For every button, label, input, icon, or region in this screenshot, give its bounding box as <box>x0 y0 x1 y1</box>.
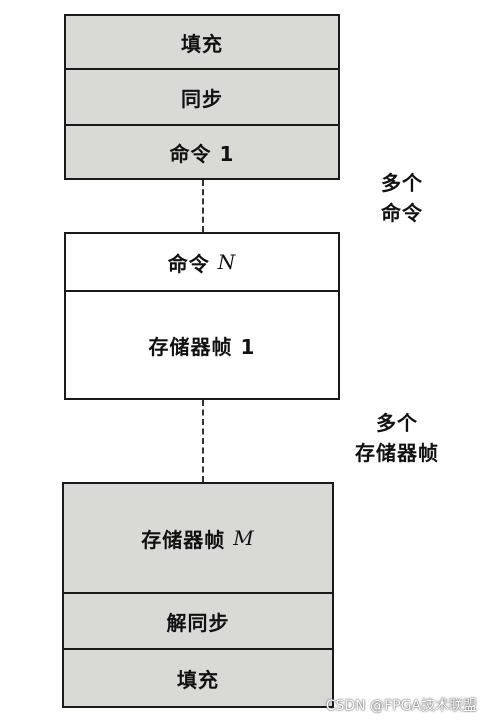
memory-frame-1-field: 存储器帧 1 <box>64 292 340 400</box>
multiple-commands-line2: 命令 <box>381 201 423 225</box>
csdn-watermark: CSDN @FPGA技术联盟 <box>325 698 477 714</box>
sync-field: 同步 <box>64 70 340 126</box>
desync-field-label: 解同步 <box>166 610 230 635</box>
command-n-var: N <box>217 250 237 274</box>
multiple-frames-note: 多个 存储器帧 <box>332 408 462 468</box>
padding-field-bottom-label: 填充 <box>177 667 219 692</box>
desync-field: 解同步 <box>62 594 334 650</box>
padding-field-bottom: 填充 <box>62 650 334 708</box>
multiple-commands-line1: 多个 <box>381 171 423 195</box>
sync-field-label: 同步 <box>181 86 223 111</box>
multiple-frames-line2: 存储器帧 <box>355 441 439 465</box>
memory-frame-m-var: M <box>233 526 255 550</box>
multiple-commands-note: 多个 命令 <box>362 168 442 228</box>
padding-field-top: 填充 <box>64 14 340 70</box>
memory-frame-m-field: 存储器帧 M <box>62 482 334 594</box>
dashed-connector-commands <box>202 180 204 232</box>
memory-frame-m-prefix: 存储器帧 <box>141 527 226 552</box>
command-1-label: 命令 1 <box>169 141 235 166</box>
padding-field-top-label: 填充 <box>181 31 223 56</box>
multiple-frames-line1: 多个 <box>376 411 418 435</box>
command-1-field: 命令 1 <box>64 126 340 180</box>
memory-frame-1-label: 存储器帧 1 <box>148 334 256 359</box>
command-n-prefix: 命令 <box>167 251 210 276</box>
dashed-connector-frames <box>202 400 204 482</box>
command-n-field: 命令 N <box>64 232 340 292</box>
